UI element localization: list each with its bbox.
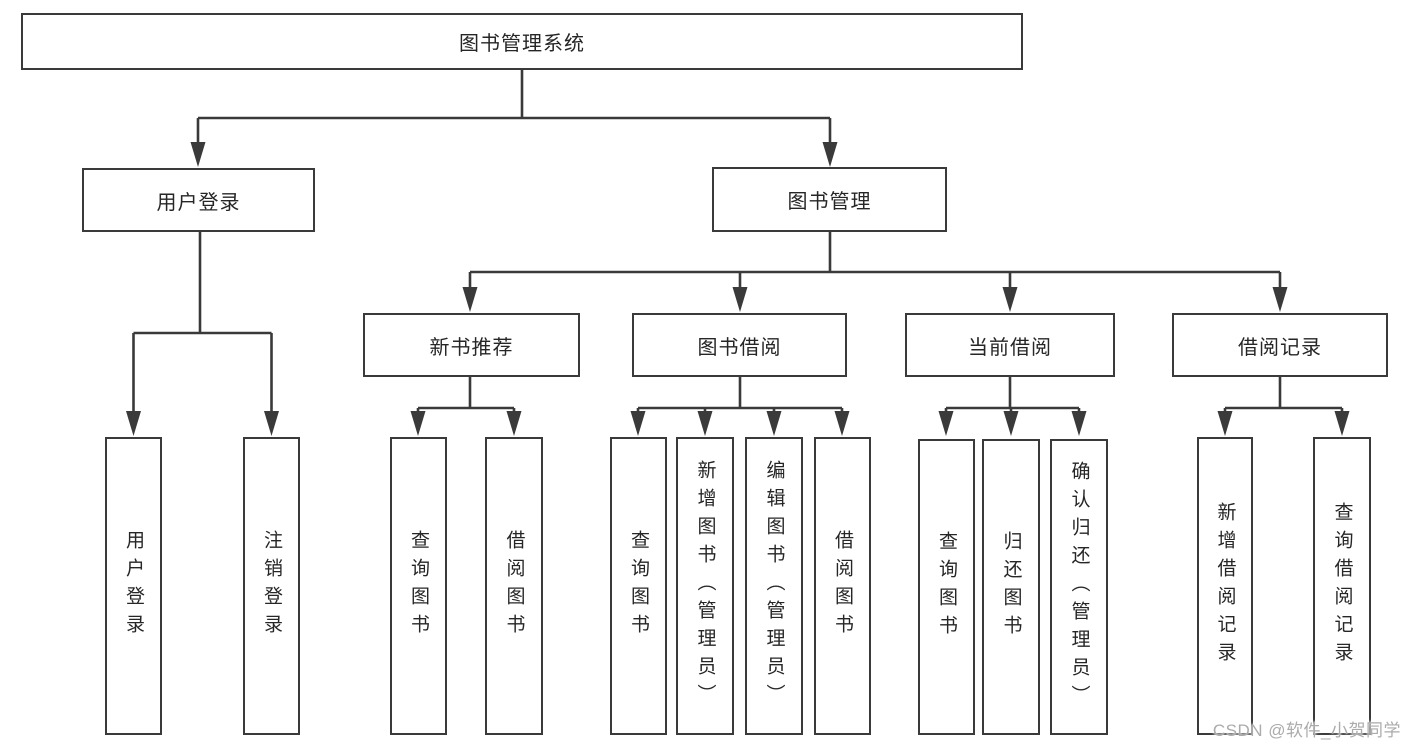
node-library-management-system: 图书管理系统 (21, 13, 1023, 70)
leaf-query-books-borrow: 查询图书 (610, 437, 667, 735)
node-label: 当前借阅 (968, 336, 1052, 359)
node-label: 编辑图书（管理员） (763, 460, 785, 712)
node-label: 查询图书 (936, 531, 957, 643)
leaf-query-books-current: 查询图书 (918, 439, 975, 735)
node-label: 图书借阅 (697, 336, 782, 359)
leaf-borrow-books-recommend: 借阅图书 (485, 437, 543, 735)
node-label: 新增借阅记录 (1214, 502, 1236, 670)
node-label: 查询借阅记录 (1331, 502, 1353, 670)
node-label: 借阅图书 (503, 530, 525, 642)
node-label: 图书管理 (787, 191, 872, 213)
node-label: 查询图书 (408, 530, 429, 642)
node-new-book-recommendation: 新书推荐 (363, 313, 580, 377)
leaf-logout: 注销登录 (243, 437, 300, 735)
leaf-query-books-recommend: 查询图书 (390, 437, 447, 735)
node-label: 新增图书（管理员） (694, 460, 716, 712)
leaf-confirm-return-admin: 确认归还（管理员） (1050, 439, 1108, 735)
node-book-management: 图书管理 (712, 167, 947, 232)
leaf-borrow-books: 借阅图书 (814, 437, 871, 735)
node-user-login: 用户登录 (82, 168, 315, 232)
leaf-user-login: 用户登录 (105, 437, 162, 735)
node-label: 图书管理系统 (459, 33, 585, 55)
node-book-borrowing: 图书借阅 (632, 313, 847, 377)
node-label: 查询图书 (628, 530, 649, 642)
leaf-add-borrow-record: 新增借阅记录 (1197, 437, 1253, 735)
csdn-watermark: CSDN @软件_小贺同学 (1212, 721, 1401, 740)
node-label: 用户登录 (156, 191, 241, 214)
node-current-borrowing: 当前借阅 (905, 313, 1115, 377)
node-label: 借阅图书 (832, 530, 853, 642)
node-label: 归还图书 (1000, 531, 1022, 643)
node-borrowing-records: 借阅记录 (1172, 313, 1388, 377)
node-label: 用户登录 (123, 530, 144, 642)
node-label: 借阅记录 (1238, 336, 1322, 359)
leaf-return-books: 归还图书 (982, 439, 1040, 735)
node-label: 确认归还（管理员） (1068, 461, 1090, 713)
node-label: 新书推荐 (429, 336, 514, 359)
node-label: 注销登录 (261, 530, 282, 642)
leaf-query-borrow-record: 查询借阅记录 (1313, 437, 1371, 735)
leaf-add-book-admin: 新增图书（管理员） (676, 437, 734, 735)
leaf-edit-book-admin: 编辑图书（管理员） (745, 437, 803, 735)
